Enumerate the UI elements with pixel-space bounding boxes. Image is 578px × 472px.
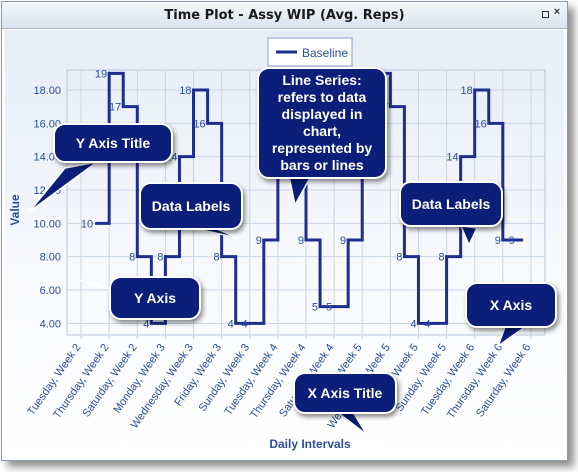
data-labels: 1019178481418168449955917844814181699 [81, 68, 515, 330]
legend-label: Baseline [302, 46, 348, 60]
data-label: 5 [312, 302, 318, 314]
x-tick-label: Sunday, Week 5 [394, 342, 450, 414]
data-label: 4 [228, 318, 234, 330]
x-axis-title: Daily Intervals [269, 437, 351, 451]
callout-x-axis-title: X Axis Title [293, 372, 397, 414]
time-plot-window: Time Plot - Assy WIP (Avg. Reps) × 4.00 6… [1, 1, 568, 461]
legend[interactable]: Baseline [267, 37, 353, 67]
callout-x-axis: X Axis [465, 282, 557, 328]
restore-icon[interactable] [542, 11, 549, 18]
data-label: 8 [396, 252, 402, 264]
callout-y-axis: Y Axis [109, 276, 201, 320]
y-tick-label: 8.00 [40, 252, 61, 264]
y-axis-title: Value [8, 194, 22, 226]
data-label: 9 [256, 235, 262, 247]
data-label: 9 [509, 235, 515, 247]
data-label: 14 [446, 152, 458, 164]
window-title: Time Plot - Assy WIP (Avg. Reps) [164, 8, 405, 23]
data-label: 4 [242, 318, 248, 330]
data-label: 8 [129, 252, 135, 264]
pointer-y-axis-title [28, 161, 98, 213]
x-tick-label: Sunday, Week 3 [197, 342, 253, 414]
pointer-x-axis-title [334, 411, 368, 436]
callout-line-series: Line Series: refers to data displayed in… [257, 67, 387, 179]
y-tick-label: 18.00 [33, 85, 61, 97]
data-label: 8 [214, 252, 220, 264]
data-label: 17 [109, 102, 121, 114]
data-label: 10 [81, 218, 93, 230]
data-label: 8 [157, 252, 163, 264]
data-label: 8 [438, 252, 444, 264]
data-label: 9 [340, 235, 346, 247]
pointer-data-labels-right [459, 225, 479, 247]
data-label: 9 [298, 235, 304, 247]
title-bar[interactable]: Time Plot - Assy WIP (Avg. Reps) × [2, 2, 567, 29]
y-tick-label: 6.00 [40, 285, 61, 297]
x-tick-label: Saturday, Week 6 [474, 342, 533, 420]
data-label: 5 [326, 302, 332, 314]
callout-data-labels-left: Data Labels [139, 182, 243, 230]
close-icon[interactable]: × [553, 6, 561, 18]
data-label: 18 [179, 85, 191, 97]
data-label: 4 [424, 318, 430, 330]
data-label: 4 [143, 318, 149, 330]
y-tick-label: 4.00 [40, 318, 61, 330]
pointer-x-axis [496, 326, 528, 348]
data-label: 18 [460, 85, 472, 97]
data-label: 9 [495, 235, 501, 247]
data-label: 16 [475, 118, 487, 130]
y-tick-label: 10.00 [33, 218, 61, 230]
data-label: 4 [410, 318, 416, 330]
data-label: 16 [193, 118, 205, 130]
callout-data-labels-right: Data Labels [399, 181, 503, 227]
data-label: 19 [95, 68, 107, 80]
callout-y-axis-title: Y Axis Title [53, 123, 173, 163]
